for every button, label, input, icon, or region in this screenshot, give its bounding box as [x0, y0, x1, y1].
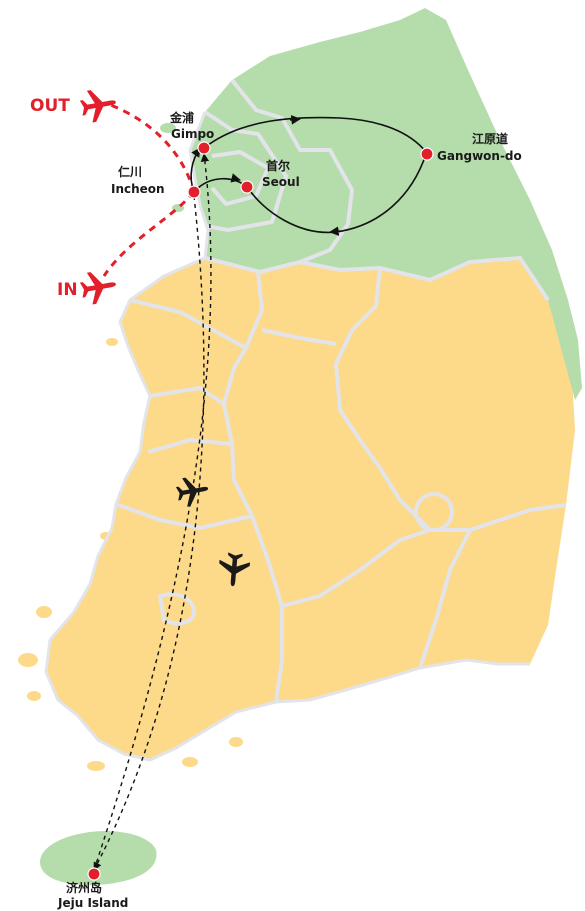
city-label-cn-seoul: 首尔	[266, 158, 290, 173]
city-marker-incheon	[187, 185, 201, 199]
city-marker-gangwon	[420, 147, 434, 161]
city-label-en-jeju: Jeju Island	[57, 896, 128, 910]
out-label: OUT	[30, 96, 70, 116]
city-label-en-incheon: Incheon	[111, 182, 165, 196]
city-label-cn-incheon: 仁川	[118, 164, 142, 179]
international-flight-routes	[102, 102, 196, 277]
province-borders	[115, 78, 567, 703]
coastal-islands	[18, 338, 243, 771]
city-label-cn-jeju: 济州岛	[66, 880, 102, 895]
city-label-cn-gangwon: 江原道	[472, 131, 508, 146]
route-incheon-jeju	[93, 195, 205, 871]
route-gangwon-seoul-arrow	[329, 226, 341, 236]
in-label: IN	[57, 280, 78, 300]
domestic-flight-route	[93, 153, 212, 871]
out-flight-route	[107, 102, 196, 193]
north-region	[190, 8, 582, 400]
city-label-en-seoul: Seoul	[262, 175, 300, 189]
city-markers	[87, 141, 434, 881]
coastline-west	[44, 111, 530, 762]
city-marker-seoul	[240, 180, 254, 194]
city-label-cn-gimpo: 金浦	[169, 110, 194, 125]
route-gimpo-gangwon	[203, 116, 427, 153]
route-jeju-gimpo	[93, 153, 212, 871]
route-gimpo-gangwon-arrow	[289, 115, 301, 125]
route-seoul-incheon-arrow	[230, 173, 241, 183]
city-label-en-gangwon: Gangwon-do	[437, 149, 522, 163]
airplane-icon	[78, 268, 119, 307]
city-marker-jeju	[87, 867, 101, 881]
city-marker-gimpo	[197, 141, 211, 155]
in-flight-route	[102, 191, 196, 277]
jeju-island-shape	[40, 830, 157, 886]
city-label-en-gimpo: Gimpo	[171, 127, 214, 141]
